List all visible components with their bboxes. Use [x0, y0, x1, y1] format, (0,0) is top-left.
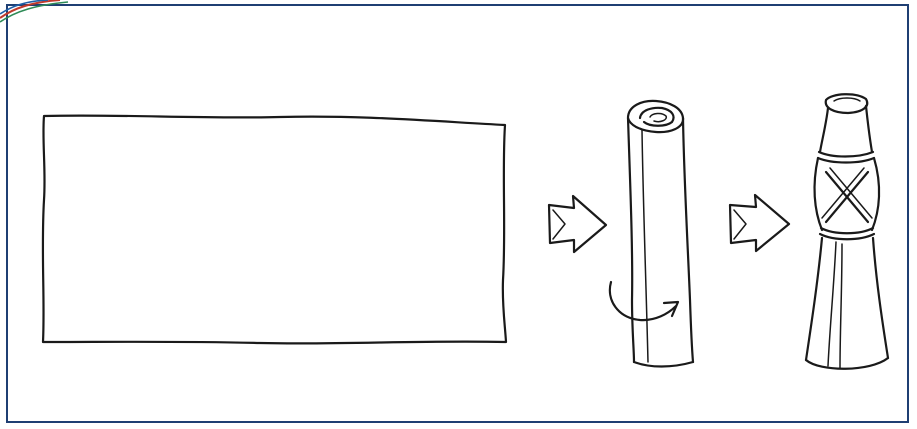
tied-bundle-icon [806, 94, 888, 369]
flat-cloth-icon [43, 116, 506, 344]
arrow-right-icon [549, 196, 606, 252]
rolled-cloth-icon [610, 101, 693, 367]
arrow-right-icon [730, 195, 789, 251]
